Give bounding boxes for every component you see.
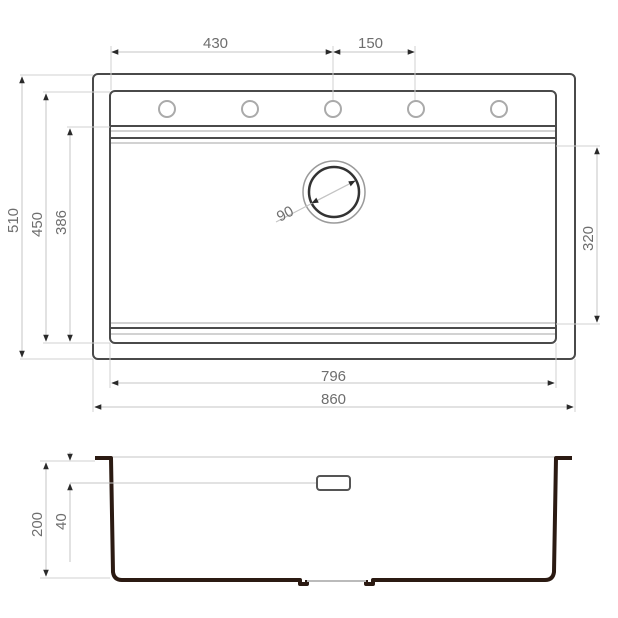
dim-side-recess: 320: [580, 226, 597, 251]
dim-overall-depth: 510: [5, 208, 22, 233]
dim-inner-width: 796: [321, 368, 346, 385]
tap-hole: [490, 100, 508, 118]
dim-overflow-offset: 40: [53, 513, 70, 530]
overflow-icon: [316, 475, 351, 491]
dim-inner-depth: 450: [29, 212, 46, 237]
sink-profile: [95, 456, 572, 586]
dim-overall-width: 860: [321, 391, 346, 408]
tap-hole: [158, 100, 176, 118]
dim-total-height: 200: [29, 512, 46, 537]
lower-grooves: [111, 322, 555, 335]
side-view: 200 40: [29, 452, 572, 586]
outer-rim: [92, 73, 576, 360]
dim-drain-diameter: 90: [274, 203, 297, 226]
top-view: 90 430 150 510 450 386 320 796 860: [5, 35, 600, 412]
upper-grooves: [111, 125, 555, 144]
tap-hole: [407, 100, 425, 118]
drain-icon: [275, 160, 366, 224]
tap-hole: [241, 100, 259, 118]
tap-holes: [158, 100, 508, 118]
dim-bowl-depth: 386: [53, 210, 70, 235]
dim-hole-pitch-150: 150: [358, 35, 383, 52]
tap-hole: [324, 100, 342, 118]
dim-hole-pitch-430: 430: [203, 35, 228, 52]
